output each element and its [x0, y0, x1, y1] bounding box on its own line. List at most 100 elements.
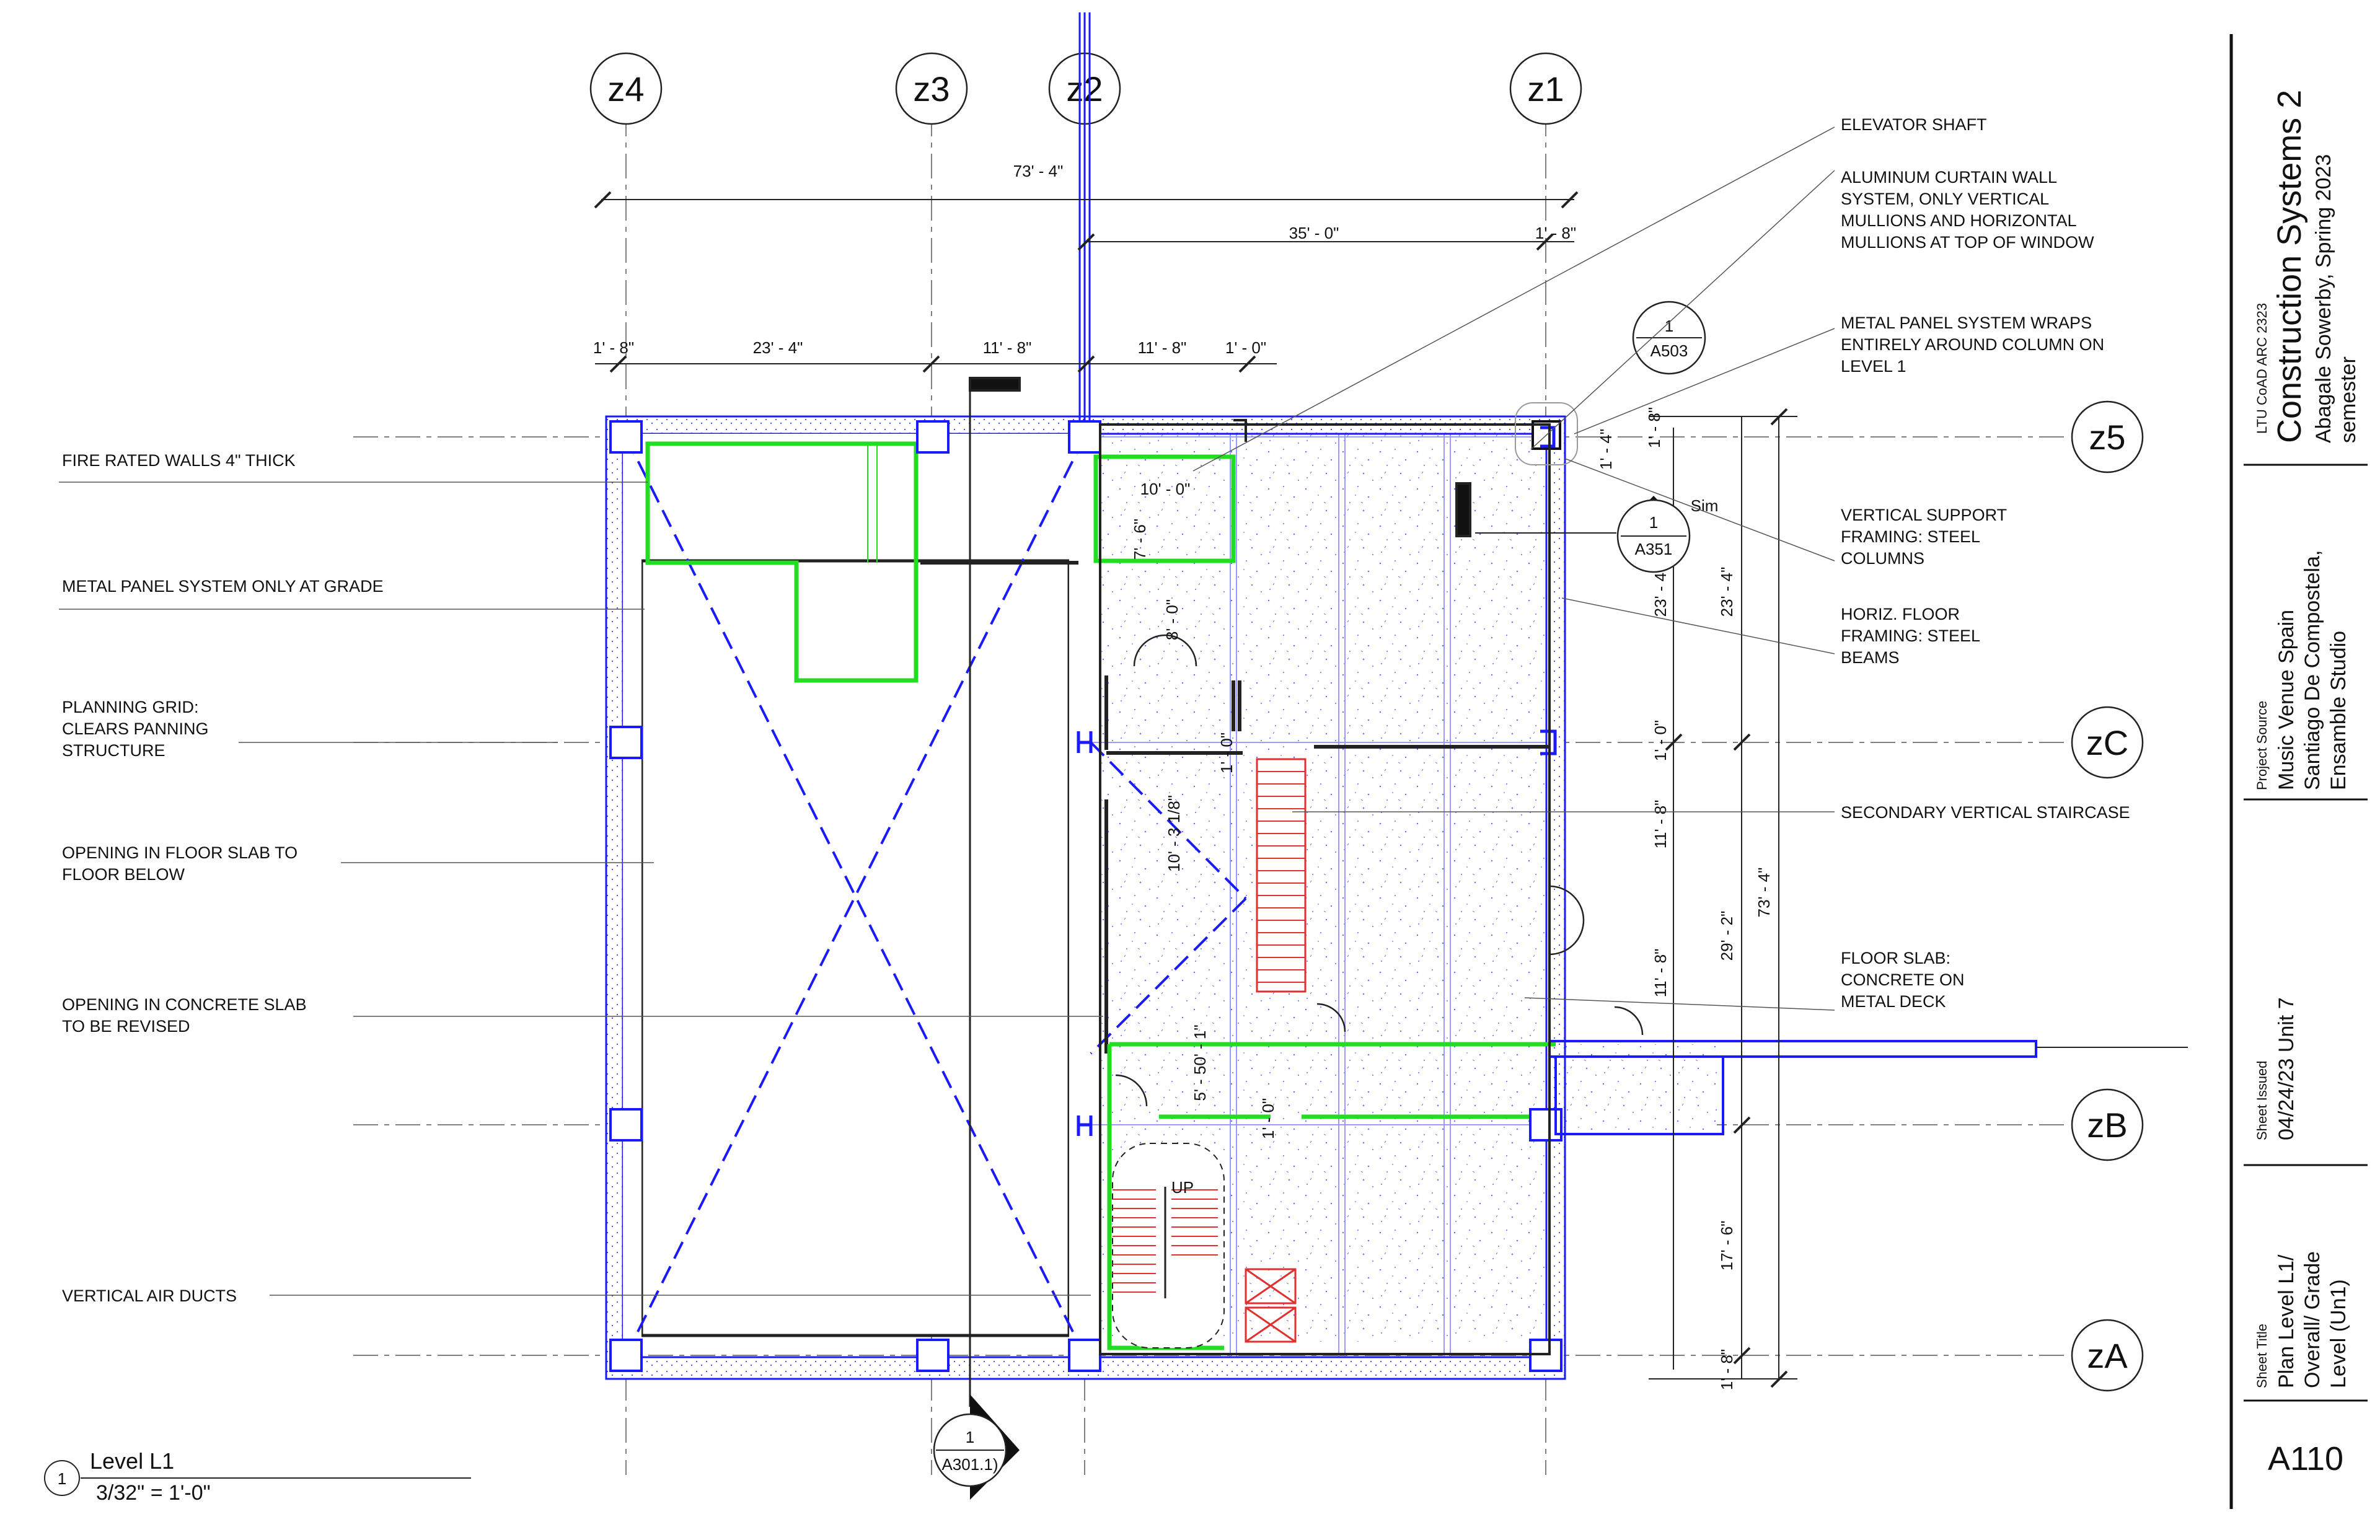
svg-text:MULLIONS AND HORIZONTAL: MULLIONS AND HORIZONTAL	[1841, 211, 2077, 230]
section-callout-a301[interactable]: 1 A301.1)	[933, 1394, 1020, 1500]
svg-text:UP: UP	[1171, 1178, 1194, 1197]
svg-text:VERTICAL AIR DUCTS: VERTICAL AIR DUCTS	[62, 1287, 237, 1305]
svg-text:Level L1: Level L1	[90, 1448, 174, 1474]
svg-text:11' - 8": 11' - 8"	[1138, 338, 1187, 357]
svg-text:HORIZ. FLOOR: HORIZ. FLOOR	[1841, 605, 1960, 623]
svg-text:Sheet Title: Sheet Title	[2254, 1324, 2270, 1388]
svg-text:1: 1	[966, 1428, 974, 1446]
notes-right: ELEVATOR SHAFT ALUMINUM CURTAIN WALL SYS…	[1841, 115, 2130, 1011]
doors	[1115, 634, 1644, 1107]
svg-text:1' - 8": 1' - 8"	[1717, 1349, 1736, 1390]
dimension-lines	[594, 191, 1797, 1388]
svg-text:04/24/23 Unit 7: 04/24/23 Unit 7	[2275, 997, 2298, 1140]
steel-column-markers	[1077, 426, 1557, 1136]
svg-text:z4: z4	[607, 69, 644, 108]
opening-x-small	[1090, 741, 1247, 1055]
svg-text:SECONDARY VERTICAL STAIRCASE: SECONDARY VERTICAL STAIRCASE	[1841, 803, 2130, 822]
svg-text:Sheet Issued: Sheet Issued	[2254, 1061, 2270, 1140]
core-walls	[920, 561, 1549, 1054]
svg-text:CLEARS PANNING: CLEARS PANNING	[62, 719, 209, 738]
svg-text:Santiago De Compostela,: Santiago De Compostela,	[2301, 550, 2324, 790]
svg-text:10' - 0": 10' - 0"	[1140, 480, 1191, 498]
svg-text:23' - 4": 23' - 4"	[1651, 567, 1670, 617]
svg-text:73' - 4": 73' - 4"	[1013, 162, 1064, 180]
svg-text:1' - 8": 1' - 8"	[1535, 224, 1576, 242]
svg-text:METAL DECK: METAL DECK	[1841, 992, 1946, 1011]
svg-text:1' - 8": 1' - 8"	[1645, 407, 1664, 448]
svg-text:8' - 0": 8' - 0"	[1163, 599, 1181, 640]
svg-text:FRAMING: STEEL: FRAMING: STEEL	[1841, 627, 1980, 645]
grid-bubble-z5: z5	[2071, 400, 2144, 473]
svg-text:11' - 8": 11' - 8"	[983, 338, 1032, 357]
svg-text:29' - 2": 29' - 2"	[1717, 911, 1736, 961]
svg-text:zB: zB	[2087, 1106, 2127, 1145]
svg-text:1' - 4": 1' - 4"	[1597, 429, 1615, 470]
svg-text:1' - 0": 1' - 0"	[1651, 720, 1670, 761]
secondary-staircase	[1256, 758, 1307, 993]
svg-text:CONCRETE ON: CONCRETE ON	[1841, 970, 1965, 989]
svg-text:ENTIRELY AROUND COLUMN ON: ENTIRELY AROUND COLUMN ON	[1841, 335, 2104, 354]
svg-text:5' - 50' - 1": 5' - 50' - 1"	[1191, 1024, 1209, 1101]
notes-left: FIRE RATED WALLS 4" THICK METAL PANEL SY…	[62, 451, 384, 1305]
svg-text:Overall/ Grade: Overall/ Grade	[2301, 1251, 2324, 1388]
svg-text:7' - 6": 7' - 6"	[1130, 519, 1149, 560]
svg-text:semester: semester	[2337, 356, 2360, 443]
svg-text:Music Venue Spain: Music Venue Spain	[2275, 610, 2298, 790]
main-staircase: UP	[1112, 1143, 1225, 1349]
svg-text:Level (Un1): Level (Un1)	[2327, 1279, 2350, 1388]
svg-text:METAL PANEL SYSTEM ONLY AT GRA: METAL PANEL SYSTEM ONLY AT GRADE	[62, 577, 384, 596]
svg-text:1' - 0": 1' - 0"	[1217, 733, 1236, 773]
svg-text:OPENING IN CONCRETE SLAB: OPENING IN CONCRETE SLAB	[62, 995, 307, 1014]
svg-text:ELEVATOR SHAFT: ELEVATOR SHAFT	[1841, 115, 1987, 134]
grid-bubble-zC: zC	[2071, 706, 2144, 779]
svg-text:zA: zA	[2087, 1336, 2128, 1375]
svg-text:VERTICAL SUPPORT: VERTICAL SUPPORT	[1841, 506, 2007, 524]
grid-bubble-zA: zA	[2071, 1319, 2144, 1392]
exterior-extension	[1549, 1040, 2188, 1135]
title-block: LTU CoAD ARC 2323 Construction Systems 2…	[2229, 34, 2368, 1509]
svg-text:A351: A351	[1635, 540, 1673, 558]
svg-text:11' - 8": 11' - 8"	[1651, 800, 1670, 849]
svg-text:Abagale Sowerby, Spring 2023: Abagale Sowerby, Spring 2023	[2312, 154, 2335, 443]
grid-bubble-zB: zB	[2071, 1088, 2144, 1161]
svg-text:17' - 6": 17' - 6"	[1717, 1221, 1736, 1271]
opening-x-large	[625, 436, 1086, 1356]
svg-text:FIRE RATED WALLS 4" THICK: FIRE RATED WALLS 4" THICK	[62, 451, 296, 470]
svg-text:MULLIONS AT TOP OF WINDOW: MULLIONS AT TOP OF WINDOW	[1841, 233, 2094, 252]
section-callout-a351[interactable]: 1 A351 Sim	[1475, 496, 1719, 573]
grid-bubble-z4: z4	[589, 52, 663, 125]
svg-text:STRUCTURE: STRUCTURE	[62, 741, 165, 760]
svg-text:A301.1): A301.1)	[941, 1455, 998, 1474]
grid-bubble-z1: z1	[1509, 52, 1582, 125]
dimension-labels: 73' - 4" 35' - 0" 1' - 8" 1' - 8" 23' - …	[593, 162, 1773, 1390]
svg-text:OPENING IN FLOOR SLAB TO: OPENING IN FLOOR SLAB TO	[62, 843, 298, 862]
svg-text:LTU CoAD ARC 2323: LTU CoAD ARC 2323	[2254, 303, 2270, 434]
air-ducts	[1245, 1268, 1297, 1343]
svg-text:11' - 8": 11' - 8"	[1651, 949, 1670, 998]
svg-text:z3: z3	[913, 69, 950, 108]
svg-text:1' - 0": 1' - 0"	[1259, 1098, 1277, 1139]
svg-text:10' - 3 1/8": 10' - 3 1/8"	[1165, 795, 1183, 872]
svg-text:SYSTEM, ONLY VERTICAL: SYSTEM, ONLY VERTICAL	[1841, 190, 2049, 208]
view-title: 1 Level L1 3/32" = 1'-0"	[44, 1448, 471, 1505]
note-leaders	[59, 126, 1835, 1296]
svg-text:Project Source: Project Source	[2254, 701, 2270, 790]
svg-text:TO BE REVISED: TO BE REVISED	[62, 1017, 190, 1036]
svg-text:PLANNING GRID:: PLANNING GRID:	[62, 698, 199, 716]
svg-text:35' - 0": 35' - 0"	[1289, 224, 1339, 242]
svg-text:23' - 4": 23' - 4"	[753, 338, 803, 357]
svg-text:Plan Level L1/: Plan Level L1/	[2275, 1254, 2298, 1388]
svg-text:FLOOR BELOW: FLOOR BELOW	[62, 865, 185, 884]
svg-text:1' - 8": 1' - 8"	[593, 338, 634, 357]
section-callout-a503[interactable]: 1 A503	[1632, 301, 1706, 375]
svg-text:23' - 4": 23' - 4"	[1717, 567, 1736, 617]
svg-text:zC: zC	[2086, 723, 2128, 762]
sheet-number: A110	[2268, 1440, 2343, 1477]
svg-text:ALUMINUM CURTAIN WALL: ALUMINUM CURTAIN WALL	[1841, 168, 2057, 187]
svg-text:FLOOR SLAB:: FLOOR SLAB:	[1841, 949, 1950, 967]
grid-bubble-z3: z3	[895, 52, 968, 125]
svg-text:z5: z5	[2089, 418, 2125, 457]
svg-text:Sim: Sim	[1691, 496, 1719, 515]
structural-columns	[609, 420, 1562, 1372]
